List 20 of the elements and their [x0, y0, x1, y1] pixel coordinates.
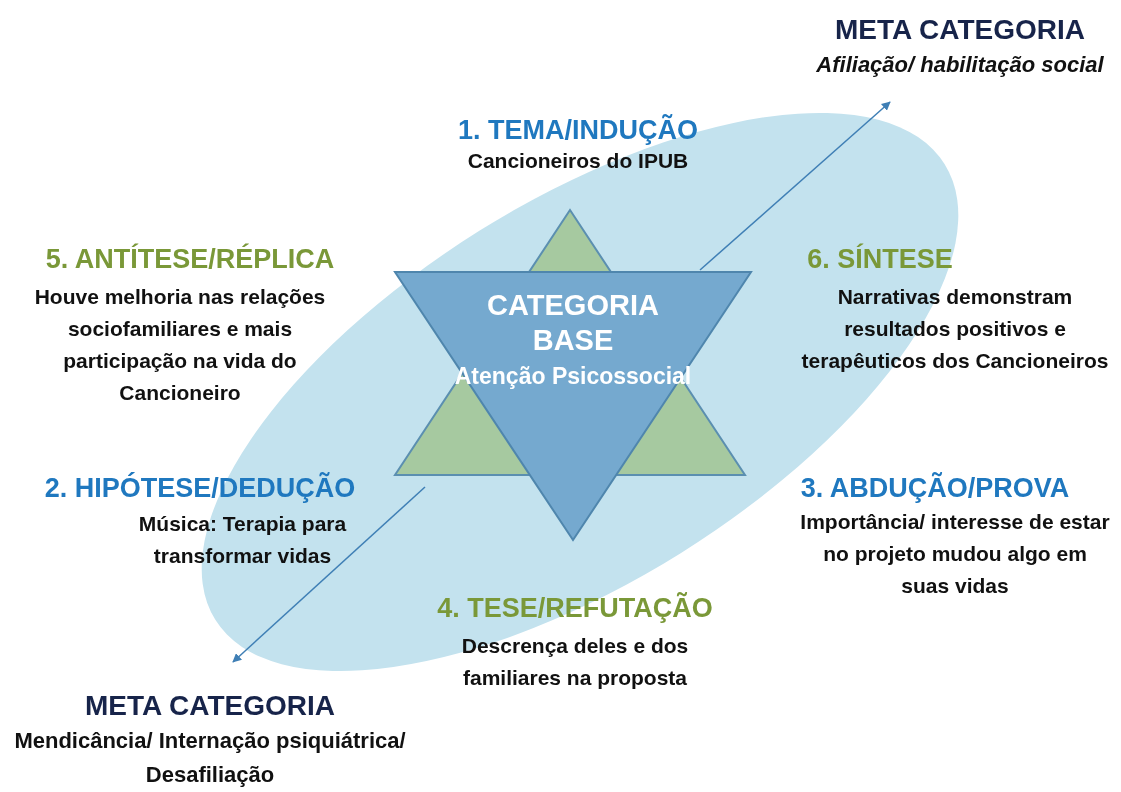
step-heading: 3. ABDUÇÃO/PROVA: [799, 472, 1071, 504]
step-description: Descrença deles e dos familiares na proposta: [460, 633, 690, 691]
step-heading: 4. TESE/REFUTAÇÃO: [436, 592, 714, 624]
meta-category-description: Mendicância/ Internação psiquiátrica/ Desafiliação: [13, 727, 407, 789]
arrow: [232, 486, 426, 663]
step-description: Narrativas demonstram resultados positivos e terapêuticos dos Cancioneiros: [800, 284, 1110, 374]
meta-category-heading: META CATEGORIA: [84, 689, 336, 723]
category-title: CATEGORIA BASE: [486, 288, 660, 358]
step-description: Música: Terapia para transformar vidas: [137, 511, 348, 569]
step-description: Importância/ interesse de estar no projeto mudou algo em suas vidas: [800, 509, 1110, 599]
arrow: [699, 101, 891, 271]
step-description: Houve melhoria nas relações sociofamiliares e mais participação na vida do Cancioneiro: [33, 284, 327, 406]
step-description: Cancioneiros do IPUB: [466, 148, 690, 174]
step-heading: 5. ANTÍTESE/RÉPLICA: [44, 243, 336, 275]
center-triangle: [393, 270, 753, 542]
step-heading: 1. TEMA/INDUÇÃO: [457, 114, 699, 146]
step-heading: 6. SÍNTESE: [806, 243, 954, 275]
meta-category-description: Afiliação/ habilitação social: [815, 51, 1105, 79]
meta-category-heading: META CATEGORIA: [834, 13, 1086, 47]
step-heading: 2. HIPÓTESE/DEDUÇÃO: [43, 472, 357, 504]
